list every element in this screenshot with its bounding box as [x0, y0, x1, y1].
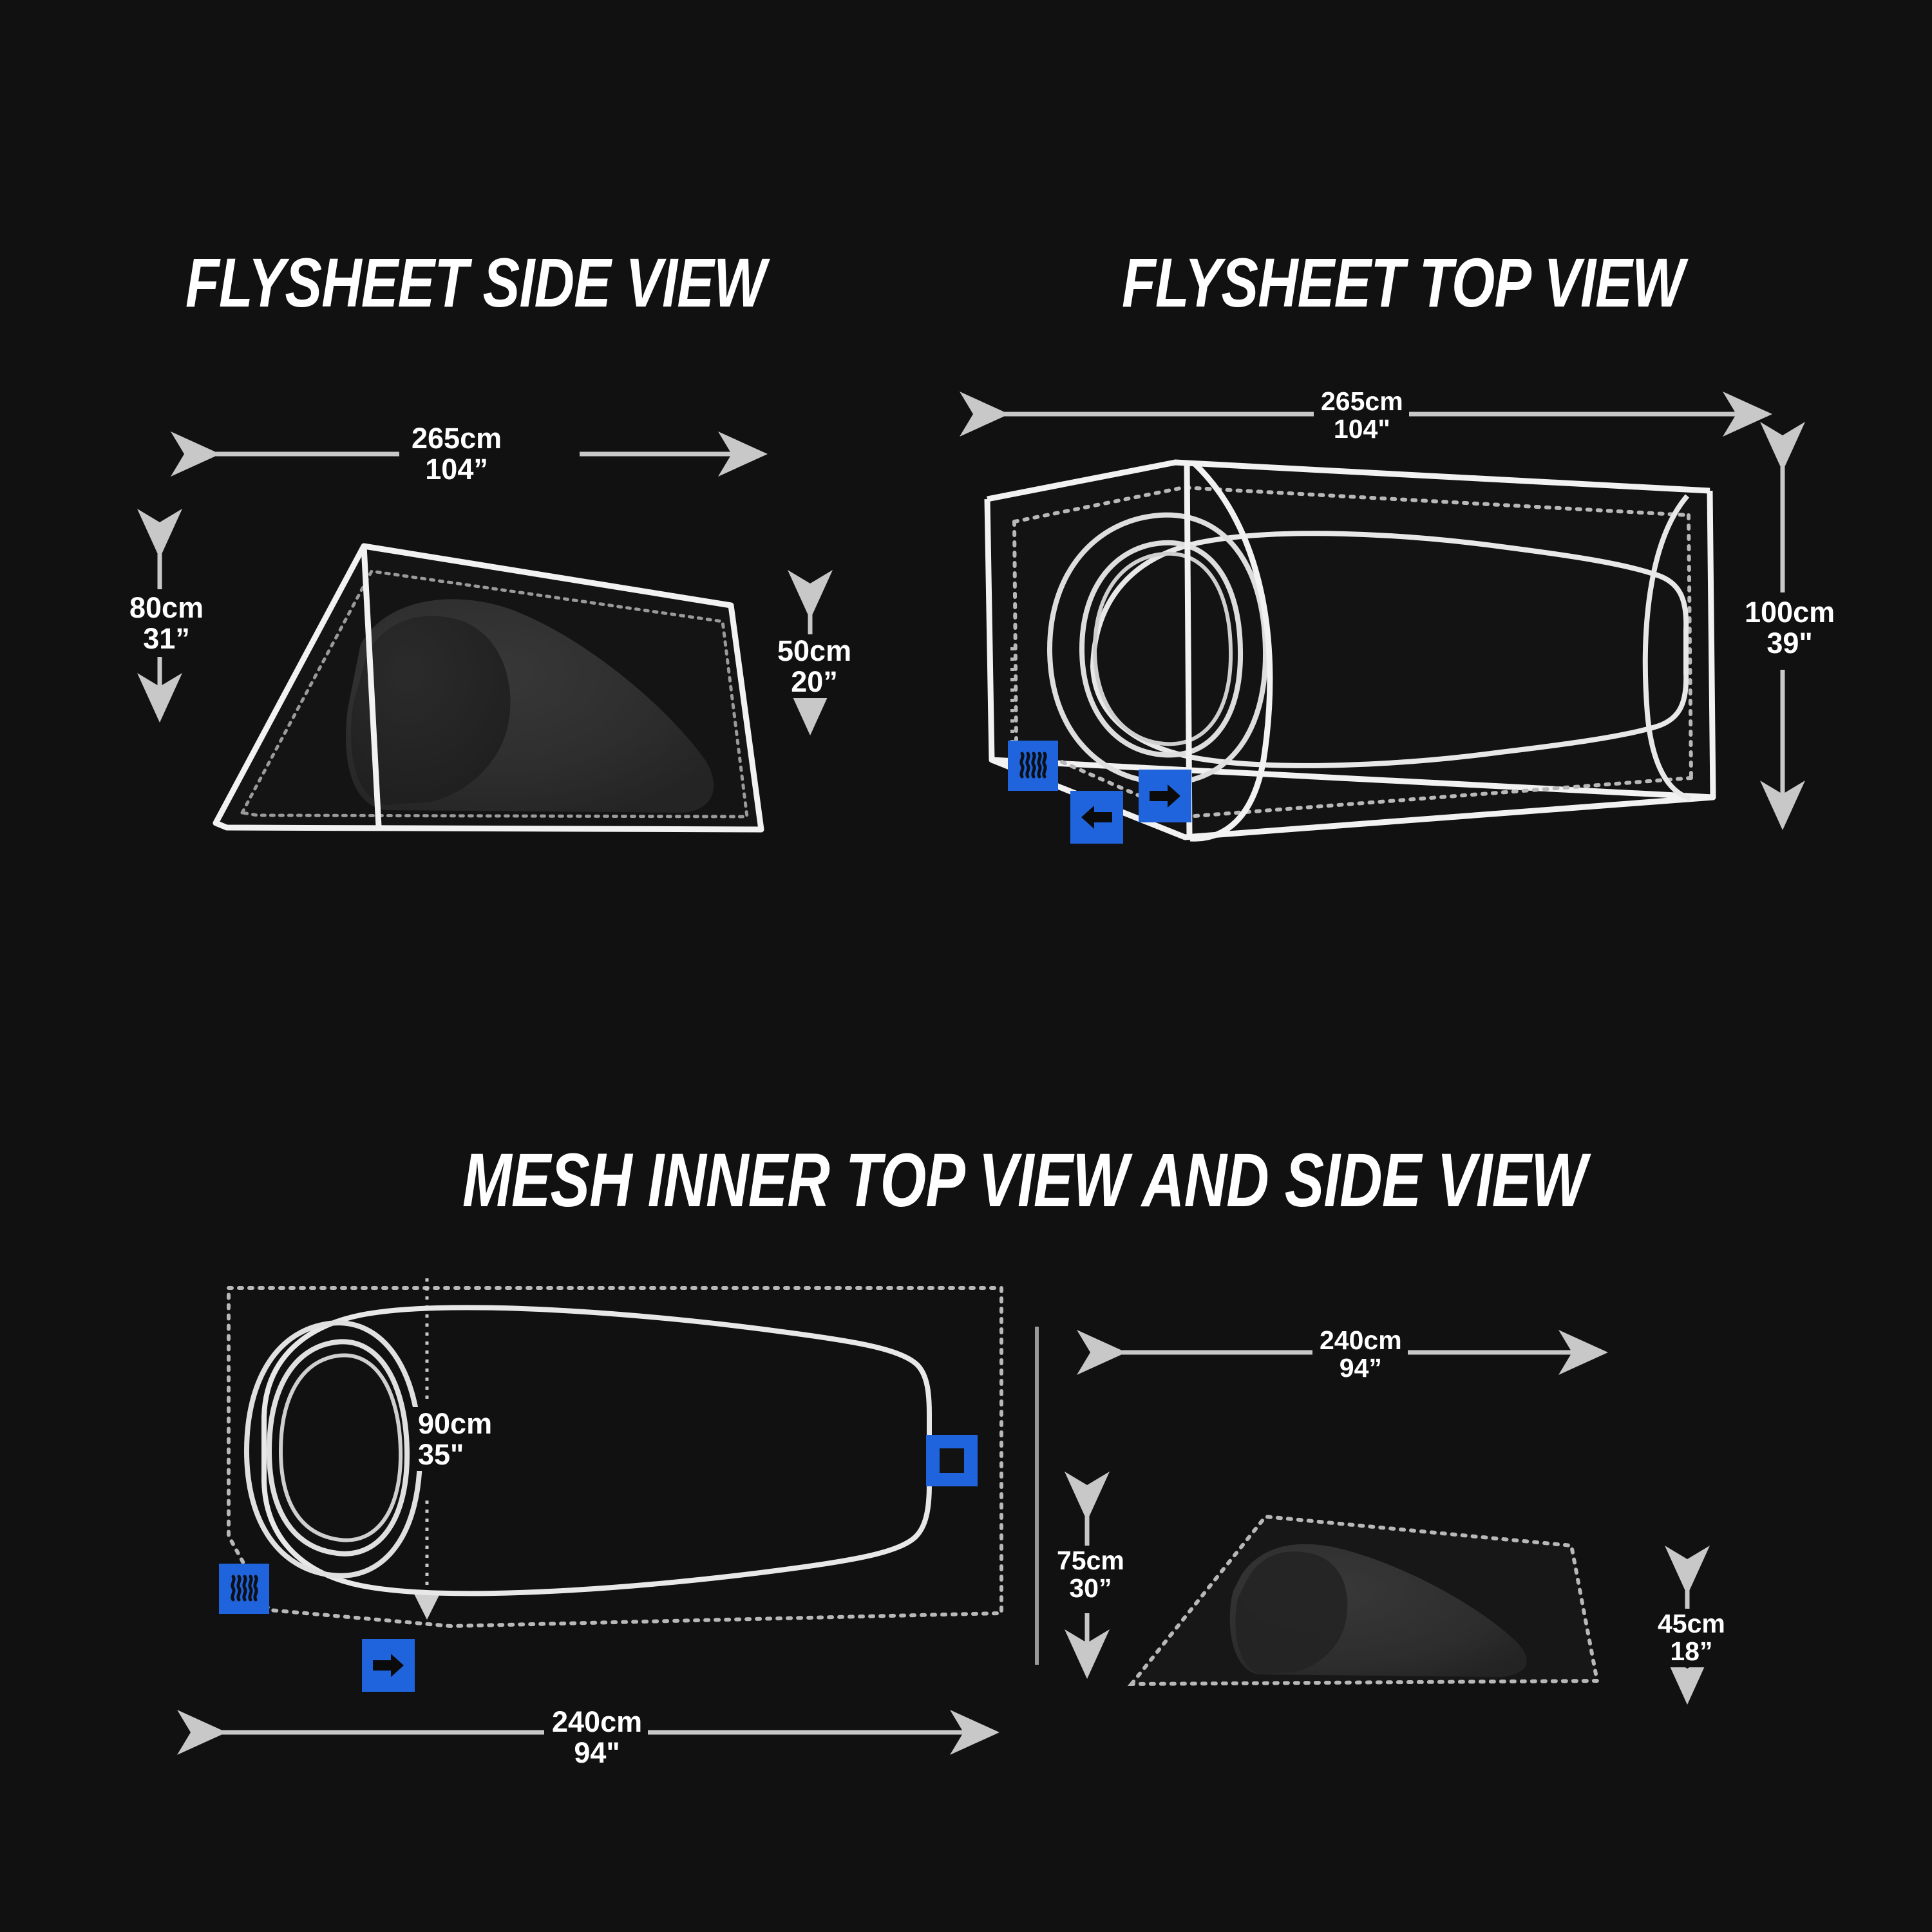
flysheet-side-foot-label: 50cm 20”: [772, 634, 858, 699]
flysheet-top-view-drawing: [960, 392, 1805, 842]
mesh-top-door-oval-inner2: [278, 1353, 403, 1542]
mesh-top-body-outline: [261, 1305, 932, 1596]
mesh-side-length-label: 240cm 94”: [1314, 1325, 1408, 1384]
flysheet-top-door-right-marker[interactable]: [1139, 770, 1191, 822]
flysheet-side-view-title: FLYSHEET SIDE VIEW: [185, 243, 766, 321]
mesh-top-length-label: 240cm 94": [546, 1705, 649, 1770]
mesh-top-door-oval-outer: [243, 1320, 423, 1578]
flysheet-side-length-label: 265cm 104”: [406, 422, 508, 486]
flysheet-top-box-outline: [984, 459, 1716, 840]
mesh-side-body-fill: [1132, 1517, 1597, 1684]
flysheet-top-door-oval-outer: [1046, 512, 1269, 786]
flysheet-top-pole-arc: [1189, 461, 1273, 842]
flysheet-top-width-label: 100cm 39": [1739, 596, 1841, 660]
mesh-inner-top-view-drawing: [177, 1278, 1003, 1755]
mesh-side-foot-label: 45cm 18”: [1652, 1609, 1731, 1667]
flysheet-top-door-left-marker[interactable]: [1070, 791, 1123, 844]
mesh-top-mesh-vent-marker[interactable]: [219, 1564, 269, 1614]
mesh-top-footprint-outline: [227, 1286, 1003, 1629]
flysheet-top-door-oval-inner: [1079, 540, 1244, 758]
flysheet-top-box-fill: [987, 462, 1713, 837]
mesh-side-interior-blob: [1229, 1544, 1527, 1677]
flysheet-side-ridge-pole: [361, 545, 382, 827]
flysheet-top-inner-seams: [1012, 485, 1693, 819]
flysheet-side-interior-blob-inner: [350, 616, 511, 805]
mesh-top-door-entry-marker[interactable]: [362, 1639, 415, 1692]
flysheet-side-view-drawing: [137, 431, 833, 833]
mesh-top-door-oval-inner: [266, 1339, 410, 1557]
mesh-side-peak-label: 75cm 30”: [1051, 1546, 1130, 1604]
mesh-top-width-label: 90cm 35": [412, 1407, 498, 1472]
mesh-side-outline: [1127, 1514, 1600, 1687]
mesh-icon: [1017, 750, 1049, 782]
arrow-right-icon: [370, 1647, 406, 1683]
flysheet-top-mesh-vent-marker[interactable]: [1008, 741, 1058, 791]
flysheet-side-interior-blob: [346, 599, 714, 813]
mesh-side-interior-blob-inner: [1235, 1551, 1348, 1674]
flysheet-top-length-label: 265cm 104": [1315, 386, 1409, 445]
mesh-inner-view-title: MESH INNER TOP VIEW AND SIDE VIEW: [462, 1138, 1587, 1223]
flysheet-top-rear-arc: [1642, 494, 1692, 801]
flysheet-side-inner-seam: [240, 569, 749, 819]
arrow-right-icon: [1147, 778, 1183, 814]
arrow-left-icon: [1079, 799, 1115, 835]
mesh-top-pocket-marker[interactable]: [926, 1435, 978, 1486]
flysheet-side-peak-label: 80cm 31”: [124, 591, 210, 656]
flysheet-top-tent-outline: [1090, 531, 1689, 768]
flysheet-top-view-title: FLYSHEET TOP VIEW: [1122, 243, 1685, 321]
flysheet-side-body-fill: [216, 546, 761, 829]
flysheet-side-outline: [213, 543, 764, 833]
flysheet-top-door-oval-inner2: [1092, 551, 1233, 746]
mesh-icon: [228, 1573, 260, 1605]
square-outline-icon: [936, 1444, 968, 1477]
